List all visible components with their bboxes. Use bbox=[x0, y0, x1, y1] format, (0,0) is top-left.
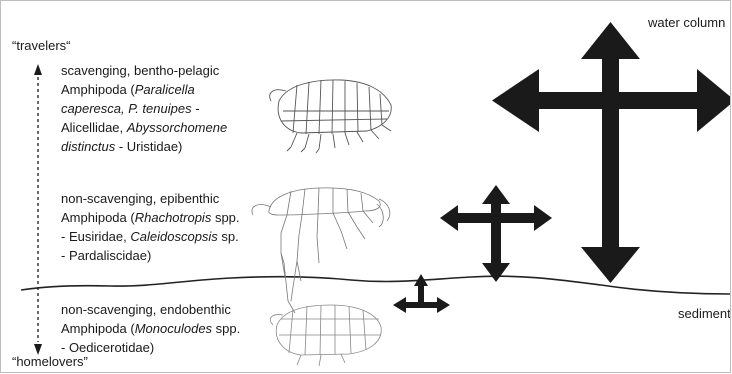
water-column-label: water column bbox=[648, 15, 725, 31]
travel-axis-arrow bbox=[34, 64, 42, 355]
group-text-line: distinctus - Uristidae) bbox=[61, 137, 227, 156]
sediment-boundary-line bbox=[21, 276, 731, 294]
group-text-line: non-scavenging, endobenthic bbox=[61, 300, 240, 319]
group-text-line: Amphipoda (Rhachotropis spp. bbox=[61, 208, 240, 227]
cross-arrow-large-icon bbox=[492, 22, 731, 283]
amphipod-scavenger-illustration bbox=[270, 80, 391, 153]
sediment-label: sediment bbox=[678, 306, 731, 322]
group-text-line: - Oedicerotidae) bbox=[61, 338, 240, 357]
amphipod-endobenthic-illustration bbox=[270, 305, 381, 366]
group-text-line: - Pardaliscidae) bbox=[61, 246, 240, 265]
cross-arrow-small-icon bbox=[393, 274, 450, 313]
group-text-line: scavenging, bentho-pelagic bbox=[61, 61, 227, 80]
group-text-line: caperesca, P. tenuipes - bbox=[61, 99, 227, 118]
travelers-label: “travelers“ bbox=[12, 37, 71, 54]
group-text-line: Alicellidae, Abyssorchomene bbox=[61, 118, 227, 137]
group-text-line: non-scavenging, epibenthic bbox=[61, 189, 240, 208]
cross-arrow-medium-icon bbox=[440, 185, 552, 282]
group-text-line: - Eusiridae, Caleidoscopsis sp. bbox=[61, 227, 240, 246]
amphipod-epibenthic-illustration bbox=[252, 188, 390, 313]
group-text-line: Amphipoda (Monoculodes spp. bbox=[61, 319, 240, 338]
group-text-line: Amphipoda (Paralicella bbox=[61, 80, 227, 99]
